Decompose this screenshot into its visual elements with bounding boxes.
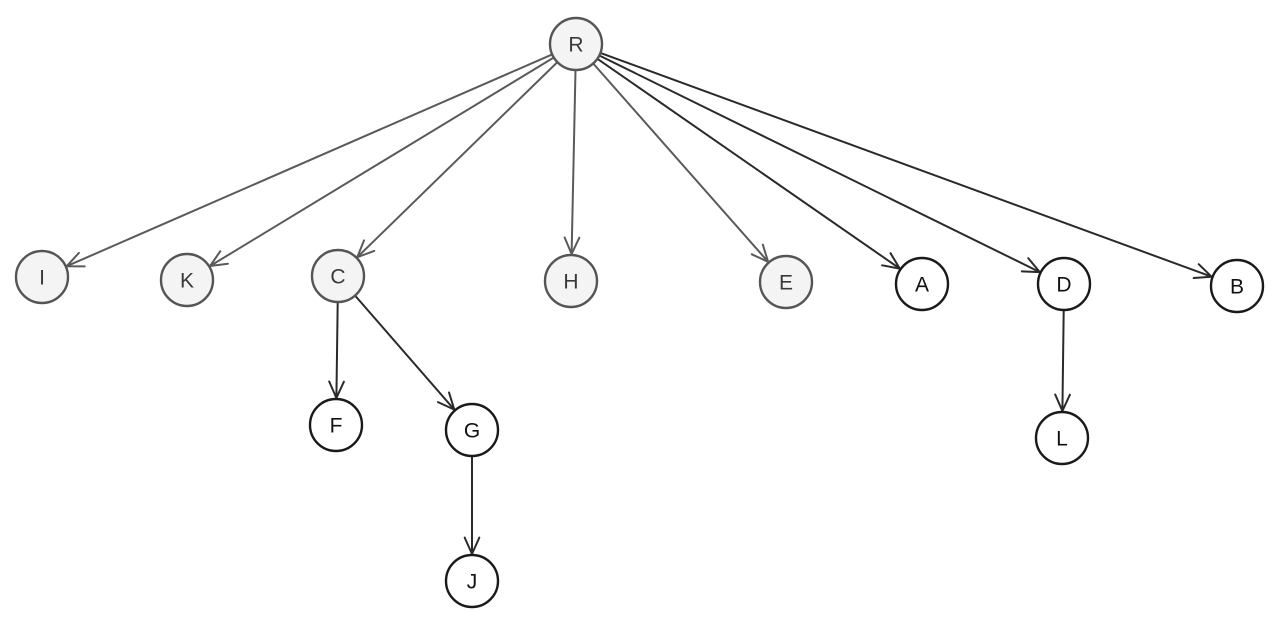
edge-C-G: [354, 294, 456, 411]
edges-layer: [65, 51, 1213, 555]
edge-R-H: [563, 69, 581, 255]
arrowhead-icon: [209, 250, 229, 267]
node-H: H: [543, 253, 599, 309]
edge-line: [354, 294, 456, 411]
edge-line: [356, 61, 559, 259]
node-circle: [548, 16, 604, 72]
node-circle: [14, 249, 70, 305]
node-label: G: [464, 420, 480, 443]
node-circle: [1036, 256, 1092, 312]
node-L: L: [1034, 410, 1090, 466]
node-circle: [894, 256, 950, 312]
edge-G-J: [463, 455, 481, 555]
node-C: C: [310, 248, 366, 304]
node-circle: [444, 402, 500, 458]
node-circle: [1034, 410, 1090, 466]
edge-line: [335, 301, 339, 399]
node-label: L: [1056, 428, 1068, 451]
node-K: K: [159, 252, 215, 308]
edge-R-E: [592, 62, 770, 263]
node-label: C: [330, 266, 345, 289]
node-circle: [1209, 258, 1265, 314]
node-D: D: [1036, 256, 1092, 312]
edge-line: [570, 69, 577, 255]
edge-R-I: [65, 53, 554, 268]
edge-line: [599, 51, 1213, 278]
node-circle: [543, 253, 599, 309]
node-label: E: [779, 272, 793, 295]
edge-line: [592, 62, 770, 263]
node-circle: [758, 254, 814, 310]
node-label: R: [568, 34, 583, 57]
node-B: B: [1209, 258, 1265, 314]
node-G: G: [444, 402, 500, 458]
edge-line: [209, 56, 555, 267]
node-circle: [310, 248, 366, 304]
edge-line: [598, 54, 1041, 274]
edge-R-D: [598, 54, 1041, 274]
node-A: A: [894, 256, 950, 312]
node-label: A: [915, 274, 929, 297]
node-circle: [444, 553, 500, 609]
node-label: H: [563, 271, 578, 294]
node-label: K: [180, 270, 194, 293]
node-label: I: [39, 267, 45, 290]
node-R: R: [548, 16, 604, 72]
node-F: F: [308, 397, 364, 453]
node-label: D: [1056, 274, 1071, 297]
edge-line: [65, 53, 554, 268]
edge-line: [596, 57, 901, 270]
edge-R-B: [599, 51, 1213, 279]
node-I: I: [14, 249, 70, 305]
edge-D-L: [1054, 309, 1071, 412]
edge-line: [1061, 309, 1065, 412]
edge-R-A: [596, 57, 901, 270]
node-circle: [159, 252, 215, 308]
node-circle: [308, 397, 364, 453]
node-label: B: [1230, 276, 1244, 299]
nodes-layer: R I K C H E A D B F G J L: [14, 16, 1265, 609]
edge-C-F: [328, 301, 345, 399]
node-label: J: [467, 571, 478, 594]
node-J: J: [444, 553, 500, 609]
node-E: E: [758, 254, 814, 310]
edge-R-K: [209, 56, 555, 267]
node-label: F: [330, 415, 343, 438]
